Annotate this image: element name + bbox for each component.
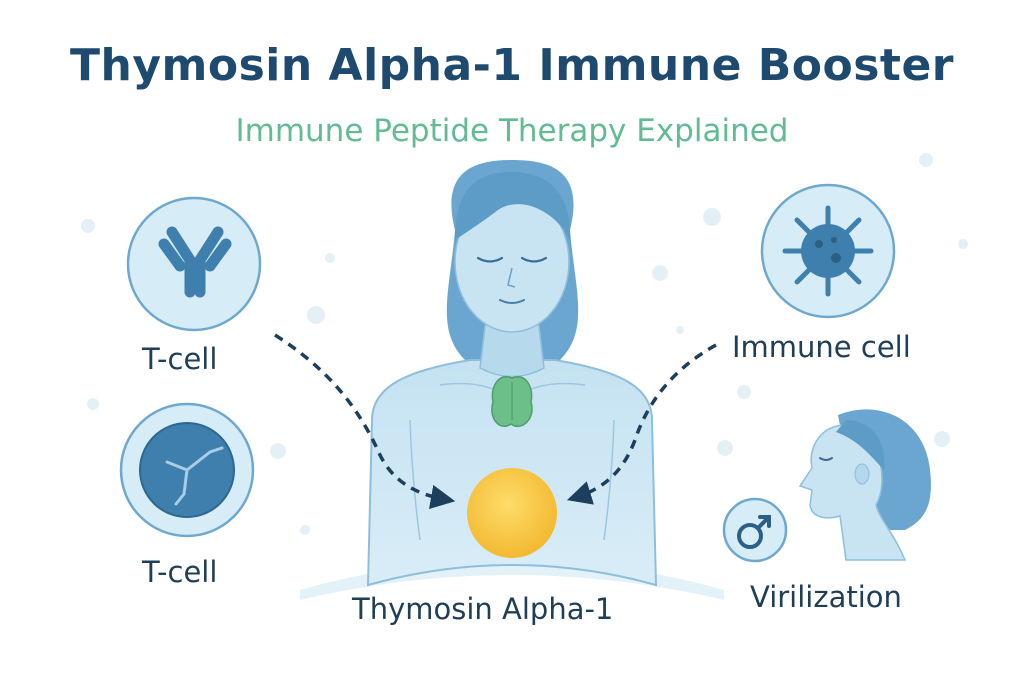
label-thymosin-alpha-1: Thymosin Alpha-1 [352, 592, 614, 626]
background-dots [81, 153, 968, 535]
t-cell-circle [119, 402, 255, 538]
label-t-cell-top: T-cell [142, 342, 218, 376]
virus-icon [782, 205, 874, 297]
mouth [499, 299, 525, 304]
t-cell-icon [165, 446, 224, 506]
male-symbol-icon [737, 515, 771, 549]
eye-right [520, 256, 548, 263]
virus-circle [760, 183, 896, 319]
thymosin-peptide-sphere [467, 468, 557, 558]
label-t-cell-bottom: T-cell [142, 555, 218, 589]
page-subtitle: Immune Peptide Therapy Explained [235, 113, 789, 149]
nose [507, 267, 516, 288]
antibody-icon [158, 226, 232, 298]
eye-left [476, 256, 504, 263]
arrow-right [566, 343, 717, 505]
arm-lines [409, 419, 615, 541]
male-symbol-circle [722, 497, 788, 563]
antibody-circle [126, 196, 262, 332]
label-virilization: Virilization [750, 580, 902, 614]
page-title: Thymosin Alpha-1 Immune Booster [70, 40, 954, 91]
hair-fringe [455, 172, 571, 240]
human-figure [366, 160, 658, 587]
profile-head [798, 409, 931, 561]
arrow-left [274, 333, 456, 510]
label-immune-cell: Immune cell [732, 330, 911, 364]
